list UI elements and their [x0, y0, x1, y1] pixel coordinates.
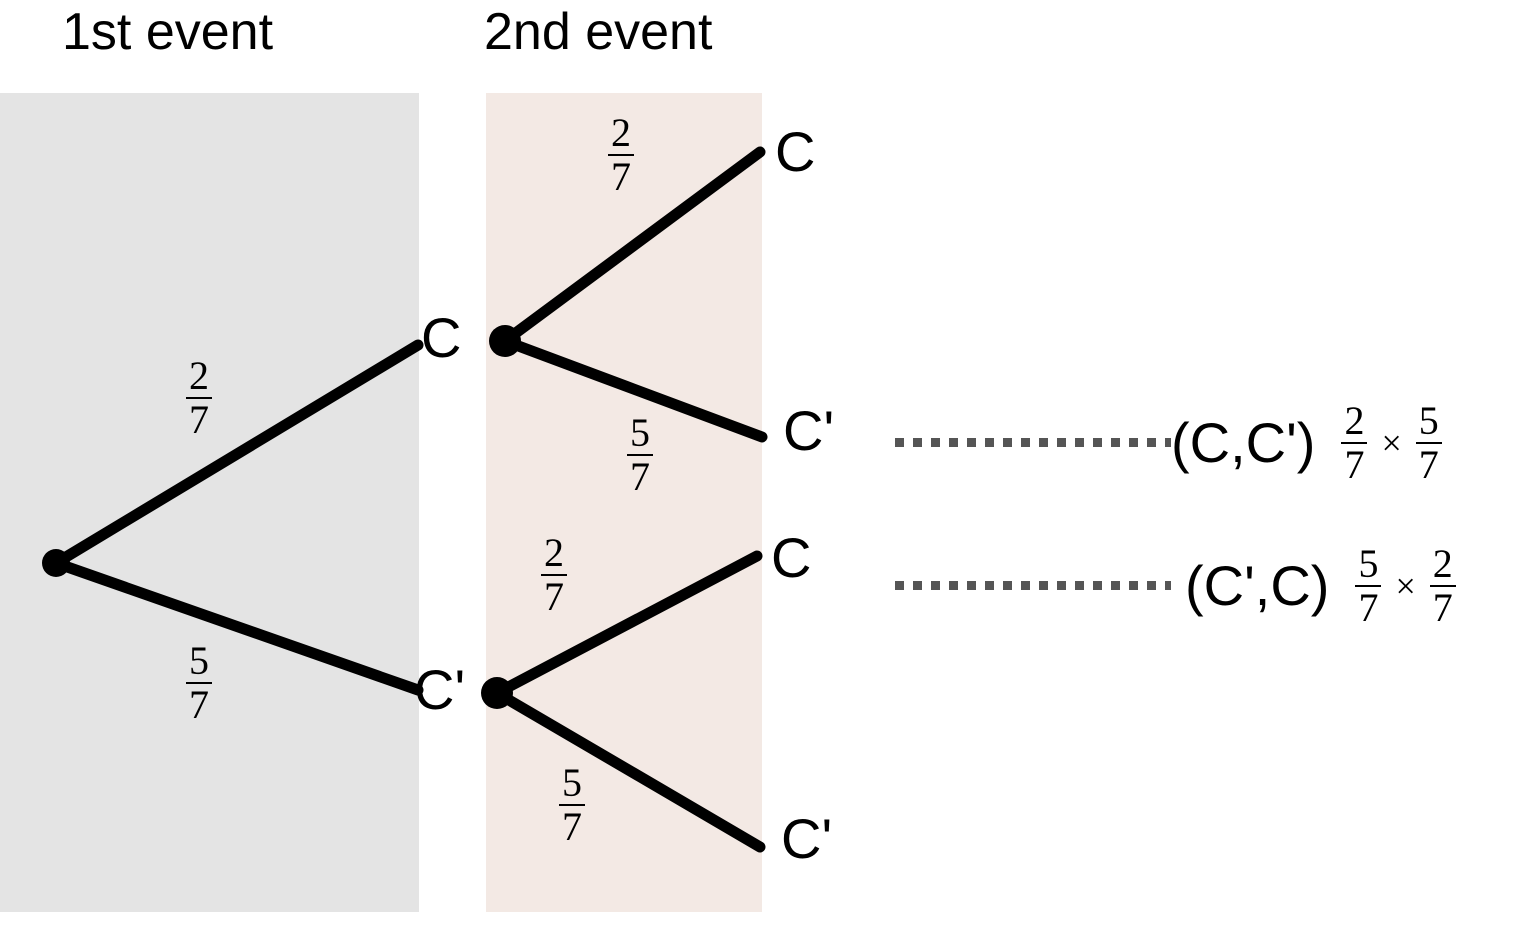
- outcome-product: 2 7 × 5 7: [1341, 398, 1442, 486]
- node-level1-C: [489, 325, 521, 357]
- first-event-heading: 1st event: [62, 3, 274, 61]
- first-event-column-band: [0, 93, 419, 912]
- branch-Cprime-to-Cprime: [491, 687, 766, 853]
- fraction-denominator: 7: [1429, 584, 1456, 629]
- probability-Cprime-to-Cprime: 5 7: [559, 762, 585, 847]
- branch-root-to-C: [50, 339, 424, 569]
- fraction-numerator: 2: [1344, 398, 1365, 443]
- second-event-heading: 2nd event: [484, 3, 713, 61]
- probability-C-to-Cprime: 5 7: [627, 412, 653, 497]
- fraction-denominator: 7: [1341, 441, 1368, 486]
- fraction-numerator: 5: [630, 410, 650, 455]
- fraction-denominator: 7: [186, 396, 212, 441]
- node-level1-Cprime: [481, 677, 513, 709]
- outcome-factor-1: 5 7: [1355, 541, 1382, 629]
- outcome-factor-1: 2 7: [1341, 398, 1368, 486]
- second-event-column-band: [486, 93, 762, 912]
- fraction-denominator: 7: [1355, 584, 1382, 629]
- dotted-connector-icon: [895, 438, 1171, 448]
- fraction-denominator: 7: [559, 803, 585, 848]
- outcome-row-c-cprime: (C,C') 2 7 × 5 7: [895, 400, 1442, 485]
- leaf-label-C-Cprime: C': [783, 399, 835, 462]
- fraction-numerator: 2: [544, 530, 564, 575]
- probability-root-to-Cprime: 5 7: [186, 640, 212, 725]
- fraction-numerator: 5: [1358, 541, 1379, 586]
- outcome-pair-label: (C',C): [1185, 553, 1330, 617]
- multiplication-sign-icon: ×: [1395, 565, 1416, 606]
- fraction-denominator: 7: [1415, 441, 1442, 486]
- fraction-denominator: 7: [541, 573, 567, 618]
- fraction-numerator: 5: [562, 760, 582, 805]
- fraction-denominator: 7: [608, 153, 634, 198]
- fraction-numerator: 2: [611, 110, 631, 155]
- branch-C-to-C: [499, 146, 766, 347]
- branch-root-to-Cprime: [50, 557, 424, 696]
- leaf-label-Cprime-Cprime: C': [781, 807, 833, 870]
- node-label-level1-Cprime: C': [414, 658, 466, 721]
- leaf-label-Cprime-C: C: [771, 526, 812, 589]
- multiplication-sign-icon: ×: [1381, 422, 1402, 463]
- node-label-level1-C: C: [421, 306, 462, 369]
- fraction-numerator: 5: [189, 638, 209, 683]
- leaf-label-C-C: C: [775, 120, 816, 183]
- probability-root-to-C: 2 7: [186, 355, 212, 440]
- branch-Cprime-to-C: [491, 550, 763, 699]
- outcome-factor-2: 5 7: [1415, 398, 1442, 486]
- fraction-denominator: 7: [186, 681, 212, 726]
- fraction-numerator: 2: [189, 353, 209, 398]
- branch-C-to-Cprime: [499, 335, 768, 443]
- root-node: [42, 549, 70, 577]
- outcome-product: 5 7 × 2 7: [1355, 541, 1456, 629]
- fraction-denominator: 7: [627, 453, 653, 498]
- probability-C-to-C: 2 7: [608, 112, 634, 197]
- dotted-connector-icon: [895, 581, 1171, 591]
- fraction-numerator: 2: [1432, 541, 1453, 586]
- probability-Cprime-to-C: 2 7: [541, 532, 567, 617]
- fraction-numerator: 5: [1418, 398, 1439, 443]
- outcome-pair-label: (C,C'): [1171, 410, 1316, 474]
- outcome-factor-2: 2 7: [1429, 541, 1456, 629]
- outcome-row-cprime-c: (C',C) 5 7 × 2 7: [895, 543, 1456, 628]
